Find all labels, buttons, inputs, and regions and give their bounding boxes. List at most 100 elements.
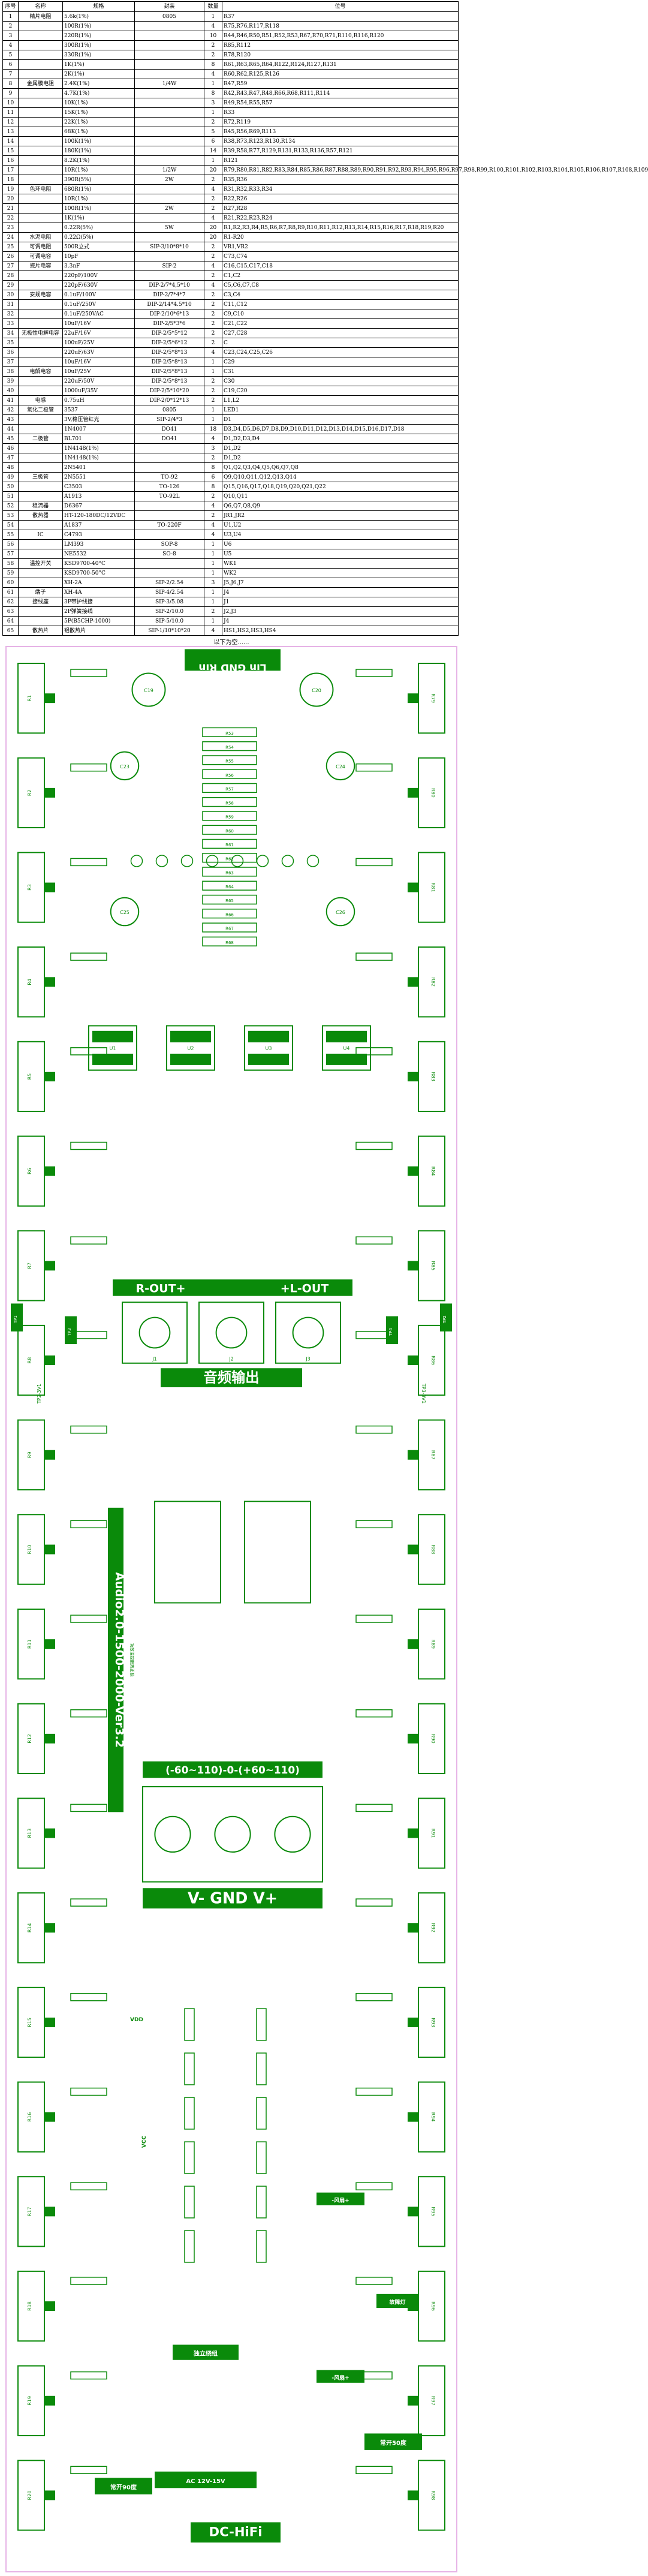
capacitor-c19: [131, 672, 166, 707]
power-transistor: [244, 1025, 293, 1071]
cell-qty: 4: [204, 69, 222, 79]
cell-no: 34: [2, 328, 19, 338]
cell-qty: 1: [204, 11, 222, 22]
cell-spec: 220pF/100V: [62, 270, 135, 281]
header-package: 封装: [134, 1, 204, 12]
standalone-banner: [173, 2344, 239, 2360]
cell-name: [18, 482, 63, 492]
cell-spec: 220pF/630V: [62, 280, 135, 290]
cell-qty: 4: [204, 261, 222, 271]
cell-name: [18, 376, 63, 386]
cell-ref: Q9,Q10,Q11,Q12,Q13,Q14: [222, 472, 459, 482]
resistor-pad: [408, 2395, 418, 2406]
cell-no: 9: [2, 88, 19, 98]
cap-label: C23: [120, 764, 129, 770]
header-name: 名称: [18, 1, 63, 12]
transistor: [306, 855, 320, 867]
small-resistor: [70, 858, 107, 867]
small-resistor: [70, 1709, 107, 1718]
cell-spec: 2P弹簧接线: [62, 606, 135, 617]
cell-spec: 10uF/16V: [62, 318, 135, 329]
cell-package: [134, 443, 204, 453]
center-resistor: [202, 727, 257, 737]
cell-no: 27: [2, 261, 19, 271]
cell-spec: 15K(1%): [62, 107, 135, 118]
cell-package: [134, 21, 204, 31]
lower-resistor: [256, 2052, 267, 2085]
cell-name: [18, 616, 63, 626]
c19-label: C19: [144, 688, 153, 693]
resistor-label: R85: [430, 1261, 436, 1270]
lower-resistor: [184, 2230, 195, 2263]
cell-ref: U6: [222, 539, 459, 549]
vcc-label: VCC: [141, 2136, 147, 2148]
center-resistor: [202, 769, 257, 779]
cell-package: [134, 251, 204, 261]
l-out-label: +L-OUT: [281, 1282, 329, 1295]
transistor: [231, 855, 244, 867]
cell-no: 64: [2, 616, 19, 626]
resistor-label: R93: [430, 2018, 436, 2027]
small-resistor: [70, 1141, 107, 1150]
cell-qty: 4: [204, 501, 222, 511]
center-resistor-label: R54: [225, 745, 234, 750]
cell-spec: KSD9700-40°C: [62, 558, 135, 569]
center-resistor: [202, 811, 257, 821]
thermostat-90-label: 常开90度: [110, 2483, 137, 2491]
cell-ref: C16,C15,C17,C18: [222, 261, 459, 271]
cell-ref: C3,C4: [222, 290, 459, 300]
rail-range-label: (-60~110)-0-(+60~110): [165, 1764, 300, 1776]
cell-name: [18, 491, 63, 501]
cell-name: [18, 357, 63, 367]
small-resistor: [70, 952, 107, 961]
thermostat-90-banner: [95, 2478, 152, 2494]
cell-ref: J4: [222, 616, 459, 626]
center-resistor-label: R65: [225, 898, 234, 903]
cell-qty: 1: [204, 414, 222, 425]
center-resistor: [202, 825, 257, 835]
center-resistor-label: R62: [225, 856, 234, 861]
transistor: [281, 855, 294, 867]
cell-ref: C23,C24,C25,C26: [222, 347, 459, 357]
cell-ref: C1,C2: [222, 270, 459, 281]
fan-label-2: -风扇+: [331, 2374, 349, 2382]
cap-label: C25: [120, 910, 129, 915]
cell-ref: R78,R120: [222, 50, 459, 60]
resistor-label: R19: [27, 2396, 32, 2406]
cell-package: SOP-8: [134, 539, 204, 549]
resistor-pad: [44, 882, 55, 892]
title-bar: [108, 1507, 123, 1812]
resistor-pad: [408, 977, 418, 987]
cell-qty: 1: [204, 405, 222, 415]
small-resistor: [70, 1520, 107, 1529]
relay: [244, 1501, 311, 1604]
cell-no: 1: [2, 11, 19, 22]
cell-no: 19: [2, 184, 19, 194]
cell-qty: 4: [204, 434, 222, 444]
cell-qty: 2: [204, 242, 222, 252]
cell-ref: D1,D2: [222, 443, 459, 453]
electrolytic-cap: [110, 751, 140, 781]
resistor-pad: [44, 1261, 55, 1271]
cell-name: [18, 578, 63, 588]
cell-spec: 2N5551: [62, 472, 135, 482]
cell-spec: 0.22R(5%): [62, 223, 135, 233]
cell-package: SIP-1/10*10*20: [134, 626, 204, 636]
small-resistor: [355, 1803, 393, 1812]
small-resistor: [355, 1141, 393, 1150]
cell-no: 7: [2, 69, 19, 79]
cell-no: 13: [2, 127, 19, 137]
cell-no: 46: [2, 443, 19, 453]
small-resistor: [70, 2466, 107, 2475]
resistor-pad: [408, 2490, 418, 2500]
cell-ref: Q6,Q7,Q8,Q9: [222, 501, 459, 511]
resistor-label: R17: [27, 2207, 32, 2216]
resistor-label: R92: [430, 1923, 436, 1932]
transistor-label: U1: [110, 1046, 116, 1051]
